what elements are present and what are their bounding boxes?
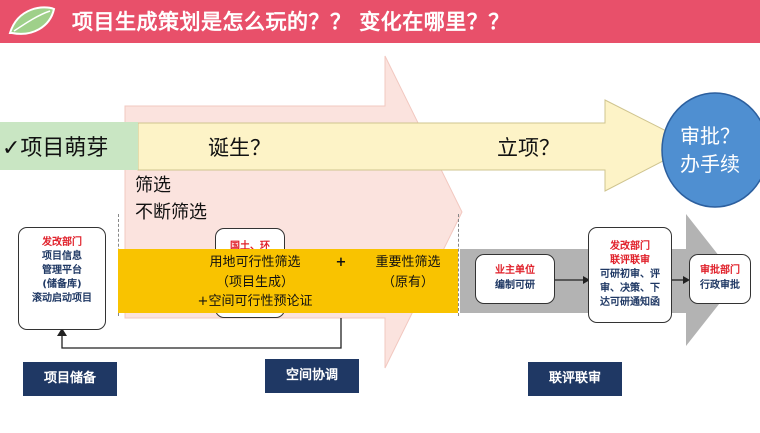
feedback-connector (61, 318, 342, 349)
band-project-generation: （项目生成） (215, 275, 294, 290)
label-joint-review: 联评联审 (528, 362, 622, 396)
approval-line-2: 行政审批 (700, 280, 740, 291)
approval-dept-box: 审批部门 行政审批 (689, 254, 751, 304)
approval-circle (661, 92, 760, 208)
header-bar (0, 0, 760, 43)
dev-left-line-5: 滚动启动项目 (32, 293, 92, 304)
leaf-icon (8, 6, 56, 35)
approval-stage-label: 立项？ (497, 136, 560, 160)
band-land-screening: 用地可行性筛选 (209, 255, 301, 270)
approval-line-1: 审批部门 (700, 265, 740, 276)
band-plus-sign: + (335, 255, 347, 270)
arrow-owner-to-review (583, 276, 590, 284)
screening-line-1: 筛选 (135, 175, 171, 196)
dev-left-line-2: 项目信息 (42, 251, 82, 262)
dev-left-line-3: 管理平台 (42, 265, 82, 276)
circle-label-procedure: 办手续 (680, 152, 740, 176)
dev-dept-storage-box: 发改部门 项目信息 管理平台 (储备库) 滚动启动项目 (18, 227, 106, 330)
sprout-stage-label: ✓项目萌芽 (2, 136, 109, 161)
dev-left-line-4: (储备库) (42, 279, 82, 290)
review-line-3: 可研初审、评 (600, 269, 660, 280)
band-original: （原有） (381, 275, 434, 290)
arrow-review-to-approval (683, 276, 690, 284)
band-importance-screening: 重要性筛选 (375, 255, 441, 270)
sprout-stage-block (0, 122, 138, 170)
review-line-2: 联评联审 (610, 255, 650, 266)
owner-unit-box: 业主单位 编制可研 (475, 254, 555, 304)
land-environment-text: 国土、环 (230, 241, 270, 252)
dev-left-line-1: 发改部门 (42, 237, 82, 248)
label-spatial-coordination: 空间协调 (265, 359, 359, 393)
screening-band (118, 249, 458, 313)
owner-line-2: 编制可研 (495, 280, 535, 291)
review-line-1: 发改部门 (610, 241, 650, 252)
birth-stage-label: 诞生？ (208, 136, 271, 160)
dashed-guide-right (458, 214, 459, 316)
label-project-storage: 项目储备 (23, 362, 117, 396)
feedback-arrowhead (57, 328, 67, 336)
cream-stage-arrow (137, 99, 696, 192)
screening-line-2: 不断筛选 (135, 202, 207, 223)
review-line-4: 审、决策、下 (600, 283, 660, 294)
owner-line-1: 业主单位 (495, 265, 535, 276)
review-line-5: 达可研通知函 (600, 297, 660, 308)
band-spatial-prevalidation: +空间可行性预论证 (197, 294, 313, 309)
dev-dept-review-box: 发改部门 联评联审 可研初审、评 审、决策、下 达可研通知函 (588, 227, 672, 323)
header-title: 项目生成策划是怎么玩的？？ 变化在哪里？？ (72, 10, 510, 34)
circle-label-approval: 审批？ (680, 124, 740, 148)
